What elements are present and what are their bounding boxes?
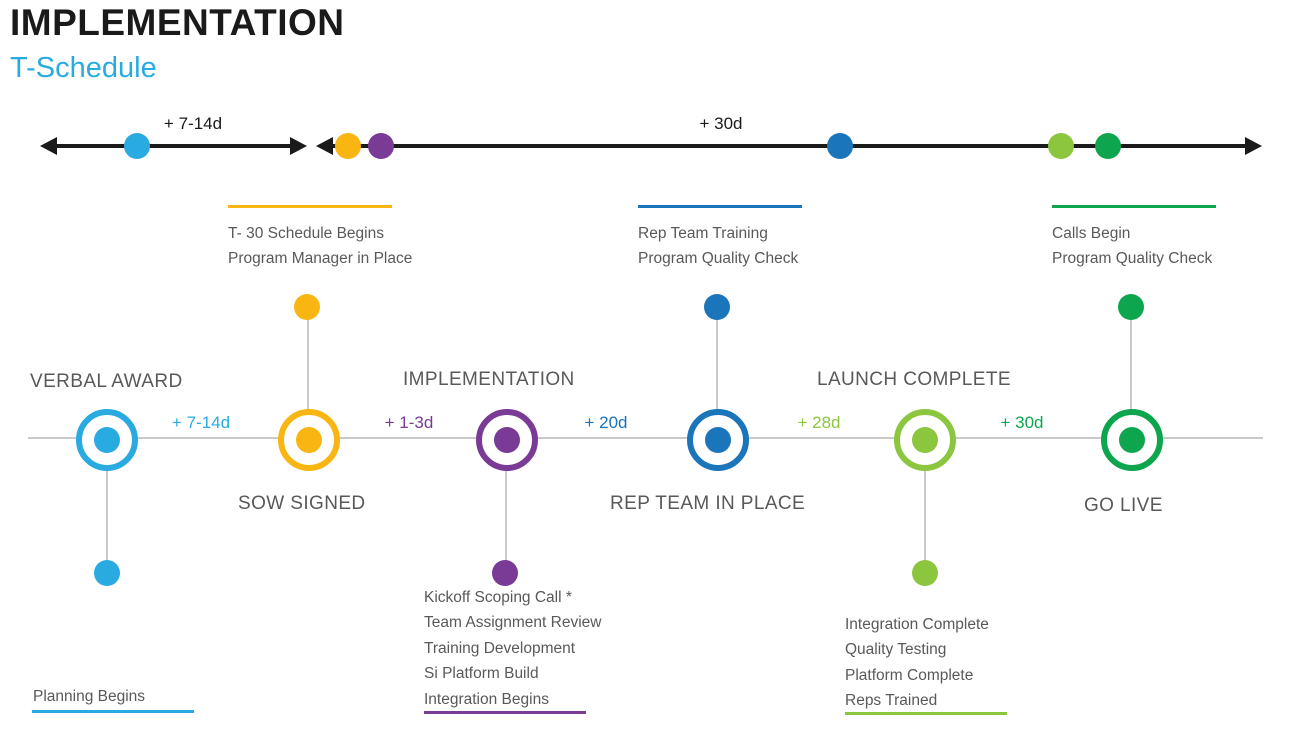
note-line: Integration Begins <box>424 690 549 708</box>
note-line: Calls Begin <box>1052 225 1131 242</box>
interval-label-3: + 20d <box>584 413 628 432</box>
top-axis-dot-rep-team <box>827 133 853 159</box>
note-line: Program Quality Check <box>638 250 799 268</box>
interval-label-5: + 30d <box>1000 413 1044 432</box>
note-accent-bar <box>638 205 802 208</box>
note-kickoff-list: Kickoff Scoping Call * Team Assignment R… <box>424 585 601 712</box>
milestone-title-launch-complete: LAUNCH COMPLETE <box>817 369 1011 390</box>
arrowhead-left-icon <box>316 137 333 155</box>
interval-label-1: + 7-14d <box>171 413 231 432</box>
note-planning-begins: Planning Begins <box>33 684 145 709</box>
note-line: Reps Trained <box>845 692 938 710</box>
satellite-dot-go-live <box>1118 294 1144 320</box>
arrowhead-right-icon <box>1245 137 1262 155</box>
note-line: Kickoff Scoping Call * <box>424 589 572 606</box>
milestone-dot <box>912 427 938 453</box>
milestone-dot <box>494 427 520 453</box>
note-line: Quality Testing <box>845 641 947 659</box>
note-line: Platform Complete <box>845 666 974 684</box>
top-axis-dot-sow-signed <box>335 133 361 159</box>
note-rep-team-training: Rep Team Training Program Quality Check <box>638 205 802 272</box>
milestone-node-sow-signed <box>278 409 340 471</box>
connector-verbal-award <box>106 440 108 573</box>
note-accent-bar <box>1052 205 1216 208</box>
milestone-dot <box>705 427 731 453</box>
connector-go-live <box>1130 307 1132 440</box>
note-line: Rep Team Training <box>638 225 768 242</box>
note-line: Planning Begins <box>33 688 146 705</box>
connector-sow-signed <box>307 307 309 440</box>
connector-implementation <box>505 440 507 573</box>
top-axis-label-1: + 7-14d <box>163 114 223 133</box>
satellite-dot-launch-complete <box>912 560 938 586</box>
note-line: T- 30 Schedule Begins <box>228 225 384 242</box>
page-subtitle: T-Schedule <box>10 52 157 84</box>
note-calls-begin: Calls Begin Program Quality Check <box>1052 205 1216 272</box>
top-axis-dot-launch-complete <box>1048 133 1074 159</box>
note-line: Training Development <box>424 639 576 657</box>
interval-label-2: + 1-3d <box>384 413 434 432</box>
note-line: Team Assignment Review <box>424 614 602 632</box>
milestone-dot <box>296 427 322 453</box>
milestone-node-rep-team <box>687 409 749 471</box>
milestone-title-sow-signed: SOW SIGNED <box>238 493 366 514</box>
page-title: IMPLEMENTATION <box>10 2 345 43</box>
note-accent-bar <box>228 205 392 208</box>
connector-launch-complete <box>924 440 926 573</box>
top-axis-segment-1 <box>50 144 298 148</box>
satellite-dot-sow-signed <box>294 294 320 320</box>
note-t30-schedule: T- 30 Schedule Begins Program Manager in… <box>228 205 412 272</box>
milestone-node-launch-complete <box>894 409 956 471</box>
milestone-title-rep-team: REP TEAM IN PLACE <box>610 493 806 514</box>
note-underline <box>845 712 1007 715</box>
note-line: Program Manager in Place <box>228 250 413 268</box>
note-line: Program Quality Check <box>1052 250 1213 268</box>
satellite-dot-implementation <box>492 560 518 586</box>
top-axis-dot-implementation <box>368 133 394 159</box>
timeline-line <box>28 437 1263 439</box>
note-line: Si Platform Build <box>424 665 539 683</box>
interval-label-4: + 28d <box>797 413 841 432</box>
note-integration-list: Integration Complete Quality Testing Pla… <box>845 612 989 714</box>
note-underline <box>32 710 194 713</box>
milestone-node-implementation <box>476 409 538 471</box>
arrowhead-left-icon <box>40 137 57 155</box>
satellite-dot-rep-team <box>704 294 730 320</box>
arrowhead-right-icon <box>290 137 307 155</box>
milestone-dot <box>1119 427 1145 453</box>
milestone-title-verbal-award: VERBAL AWARD <box>30 371 183 392</box>
note-underline <box>424 711 586 714</box>
milestone-title-implementation: IMPLEMENTATION <box>403 369 575 390</box>
note-line: Integration Complete <box>845 616 989 633</box>
satellite-dot-verbal-award <box>94 560 120 586</box>
milestone-title-go-live: GO LIVE <box>1084 495 1163 516</box>
top-axis-label-2: + 30d <box>699 114 743 133</box>
top-axis-segment-2 <box>326 144 1250 148</box>
top-axis-dot-verbal-award <box>124 133 150 159</box>
milestone-node-go-live <box>1101 409 1163 471</box>
connector-rep-team <box>716 307 718 440</box>
milestone-node-verbal-award <box>76 409 138 471</box>
top-axis-dot-go-live <box>1095 133 1121 159</box>
milestone-dot <box>94 427 120 453</box>
